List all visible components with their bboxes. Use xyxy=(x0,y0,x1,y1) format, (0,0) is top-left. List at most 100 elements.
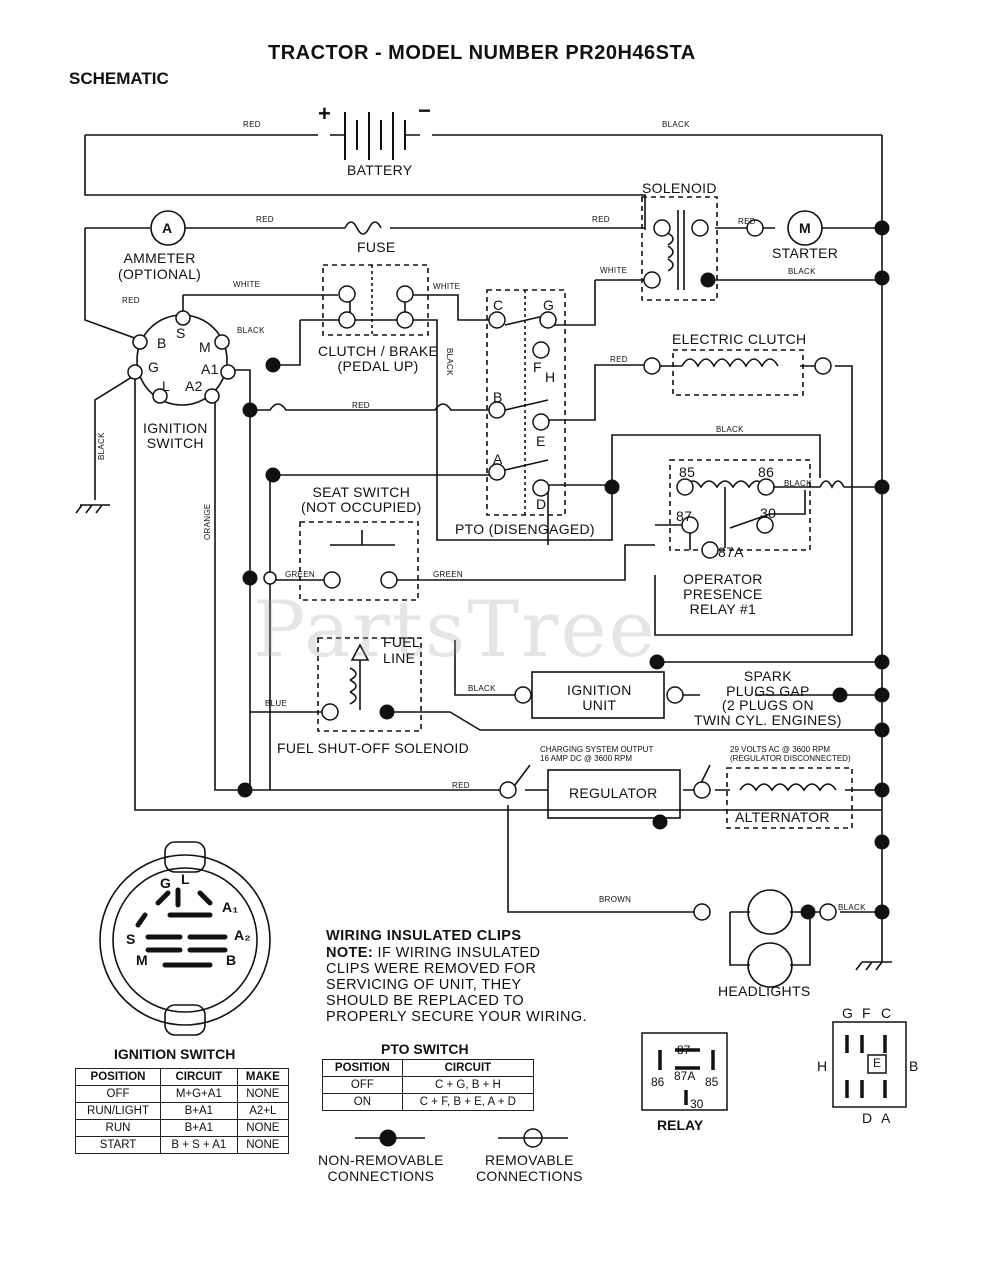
table-cell: C + F, B + E, A + D xyxy=(401,1093,535,1111)
fuel-line-label: FUEL LINE xyxy=(383,634,420,666)
pto-terminal-e: E xyxy=(536,433,546,449)
relay-pin-85: 85 xyxy=(705,1075,719,1089)
ign-terminal-m: M xyxy=(199,339,211,355)
battery-wire xyxy=(84,134,882,230)
switch-face-a2: A₂ xyxy=(234,927,251,943)
starter-label: STARTER xyxy=(772,245,839,261)
table-row: ON C + F, B + E, A + D xyxy=(322,1093,535,1111)
relay-terminal-86: 86 xyxy=(758,464,775,480)
fuel-shutoff-solenoid-label: FUEL SHUT-OFF SOLENOID xyxy=(277,740,469,756)
battery-minus-label: − xyxy=(418,98,431,123)
table-row: RUN B+A1 NONE xyxy=(74,1119,290,1137)
ign-terminal-a1: A1 xyxy=(201,361,219,377)
pto-pin-a: A xyxy=(881,1110,891,1126)
table-cell: OFF xyxy=(74,1085,162,1103)
pto-pin-g: G xyxy=(842,1005,854,1021)
switch-face-a1: A₁ xyxy=(222,899,239,915)
switch-face-m: M xyxy=(136,952,148,968)
pto-pin-b: B xyxy=(909,1058,919,1074)
ignition-unit-label: IGNITION UNIT xyxy=(567,682,632,713)
wire-label-black: BLACK xyxy=(97,432,106,460)
operator-presence-relay-label: OPERATOR PRESENCE RELAY #1 xyxy=(683,571,763,617)
wire-label-black: BLACK xyxy=(445,348,454,376)
wire-label-black: BLACK xyxy=(788,267,816,276)
relay-pin-86: 86 xyxy=(651,1075,665,1089)
pto-pin-f: F xyxy=(862,1005,871,1021)
pto-terminal-d: D xyxy=(536,496,547,512)
watermark: PartsTree xyxy=(253,585,657,675)
wire-label-green: GREEN xyxy=(285,570,315,579)
pto-terminal-g: G xyxy=(543,297,555,313)
spark-plugs-label: SPARK PLUGS GAP (2 PLUGS ON TWIN CYL. EN… xyxy=(694,668,842,728)
relay-terminal-87: 87 xyxy=(676,508,693,524)
table-cell: NONE xyxy=(236,1136,290,1154)
ign-terminal-s: S xyxy=(176,325,186,341)
ignition-switch-table: POSITION CIRCUIT MAKE OFF M+G+A1 NONE RU… xyxy=(74,1068,290,1154)
wire-label-red: RED xyxy=(610,355,628,364)
wire-label-black: BLACK xyxy=(468,684,496,693)
ammeter-symbol: A xyxy=(162,220,173,236)
wire-label-red: RED xyxy=(122,296,140,305)
table-cell: B+A1 xyxy=(160,1119,238,1137)
pto-label: PTO (DISENGAGED) xyxy=(455,521,595,537)
ign-terminal-l: L xyxy=(162,378,171,394)
note-line-2: CLIPS WERE REMOVED FOR xyxy=(326,961,537,977)
schematic-heading: SCHEMATIC xyxy=(69,69,169,88)
battery-plus-label: + xyxy=(318,101,331,126)
page-title: TRACTOR - MODEL NUMBER PR20H46STA xyxy=(268,42,696,64)
table-row: RUN/LIGHT B+A1 A2+L xyxy=(74,1102,290,1120)
wire-label-black: BLACK xyxy=(784,479,812,488)
relay-terminal-30: 30 xyxy=(760,505,777,521)
legend-non-removable: NON-REMOVABLE CONNECTIONS xyxy=(318,1152,444,1184)
wire-label-red: RED xyxy=(592,215,610,224)
table-cell: RUN/LIGHT xyxy=(74,1102,162,1120)
note-heading: WIRING INSULATED CLIPS xyxy=(326,928,522,944)
switch-face-l: L xyxy=(181,871,190,887)
note-line-1: NOTE: IF WIRING INSULATED xyxy=(326,945,541,961)
table-header: MAKE xyxy=(236,1068,290,1086)
starter-symbol: M xyxy=(799,220,811,236)
pto-pin-c: C xyxy=(881,1005,892,1021)
wire-label-blue: BLUE xyxy=(265,699,288,708)
table-row: OFF M+G+A1 NONE xyxy=(74,1085,290,1103)
wire-label-red: RED xyxy=(738,217,756,226)
wire-label-white: WHITE xyxy=(433,282,461,291)
wire-label-black: BLACK xyxy=(237,326,265,335)
relay-pinout-title: RELAY xyxy=(657,1117,704,1133)
wire-label-red: RED xyxy=(243,120,261,129)
electric-clutch-label: ELECTRIC CLUTCH xyxy=(672,331,807,347)
table-cell: B+A1 xyxy=(160,1102,238,1120)
alternator-label: ALTERNATOR xyxy=(735,809,830,825)
table-row: START B + S + A1 NONE xyxy=(74,1136,290,1154)
table-cell: A2+L xyxy=(236,1102,290,1120)
legend-removable: REMOVABLE CONNECTIONS xyxy=(476,1152,583,1184)
table-cell: M+G+A1 xyxy=(160,1085,238,1103)
table-header-row: POSITION CIRCUIT xyxy=(322,1059,535,1077)
table-header: POSITION xyxy=(322,1059,403,1077)
ign-terminal-b: B xyxy=(157,335,167,351)
table-cell: NONE xyxy=(236,1085,290,1103)
wire-label-red: RED xyxy=(256,215,274,224)
pto-pin-d: D xyxy=(862,1110,873,1126)
relay-pin-30: 30 xyxy=(690,1097,704,1111)
relay-terminal-87a: 87A xyxy=(718,544,744,560)
relay-terminal-85: 85 xyxy=(679,464,696,480)
regulator-label: REGULATOR xyxy=(569,785,658,801)
wire-label-brown: BROWN xyxy=(599,895,632,904)
pto-table-title: PTO SWITCH xyxy=(381,1041,469,1057)
table-row: OFF C + G, B + H xyxy=(322,1076,535,1094)
wire-label-black: BLACK xyxy=(838,903,866,912)
seat-switch-label: SEAT SWITCH (NOT OCCUPIED) xyxy=(301,484,422,515)
ign-terminal-a2: A2 xyxy=(185,378,203,394)
switch-face-s: S xyxy=(126,931,136,947)
battery-label: BATTERY xyxy=(347,162,413,178)
wire-label-red: RED xyxy=(352,401,370,410)
clutch-brake-label: CLUTCH / BRAKE (PEDAL UP) xyxy=(318,343,439,374)
ammeter-label: AMMETER (OPTIONAL) xyxy=(118,250,202,282)
pto-terminal-h: H xyxy=(545,369,556,385)
switch-face-g: G xyxy=(160,875,172,891)
relay-pin-87: 87 xyxy=(677,1043,691,1057)
ign-terminal-g: G xyxy=(148,359,160,375)
